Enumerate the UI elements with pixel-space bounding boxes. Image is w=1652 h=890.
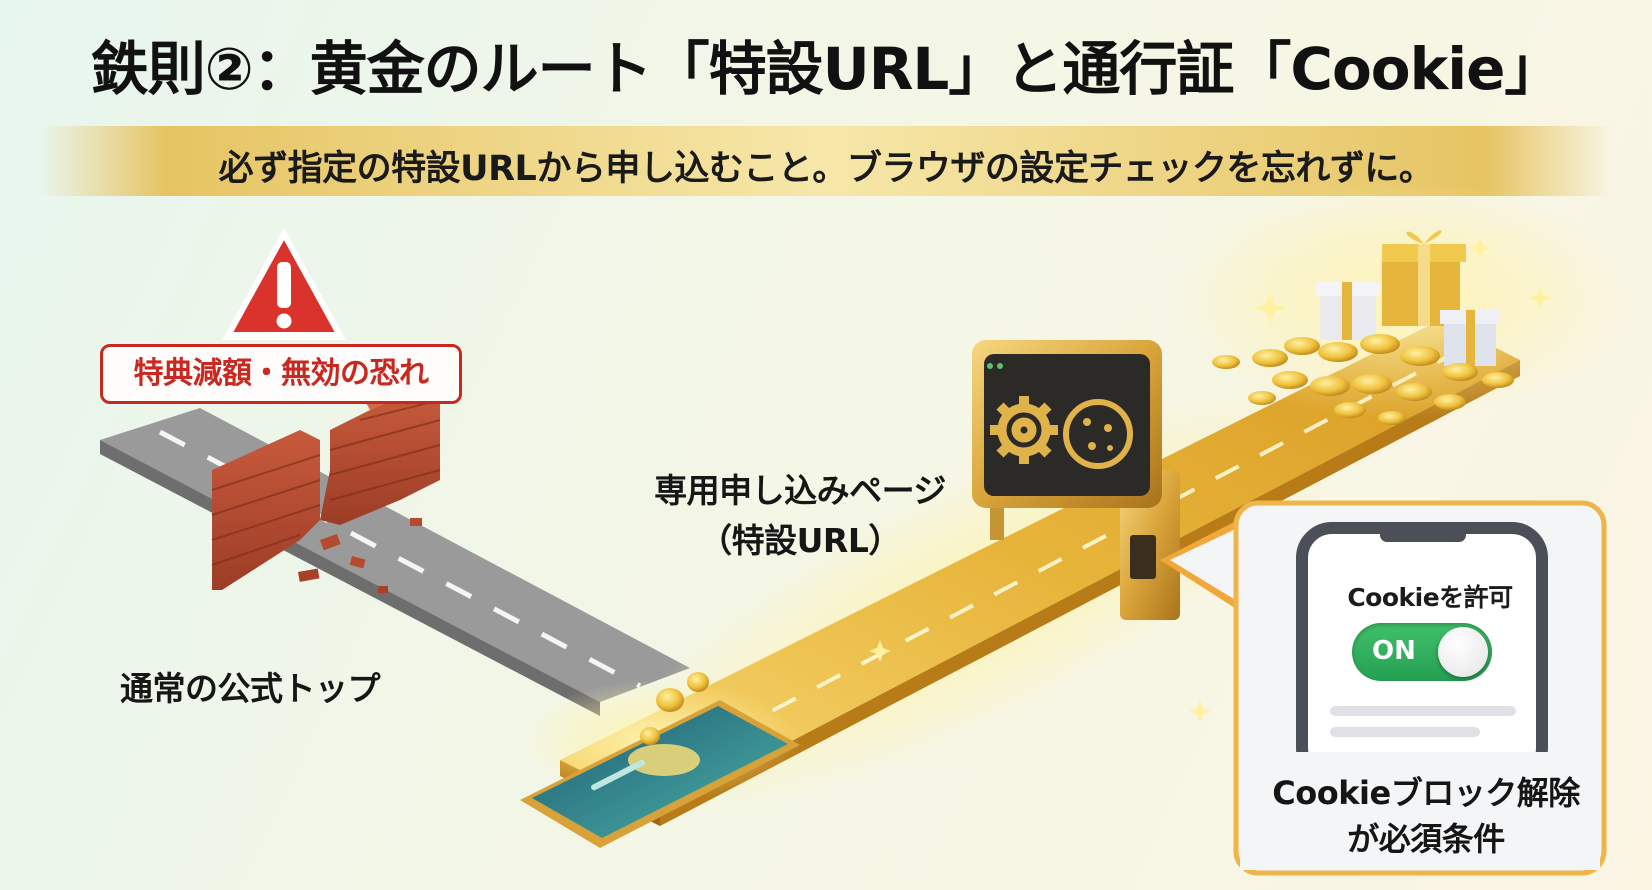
- callout-caption: Cookieブロック解除 が必須条件: [1246, 770, 1606, 862]
- coin-icon: [1212, 334, 1514, 425]
- toggle-knob: [1438, 627, 1488, 677]
- cookie-icon: [1063, 399, 1133, 469]
- toggle-label: ON: [1372, 636, 1416, 666]
- page-title: 鉄則②：黄金のルート「特設URL」と通行証「Cookie」: [90, 35, 1563, 103]
- cookie-allow-label: Cookieを許可: [1347, 583, 1513, 612]
- warning-triangle-icon: [222, 228, 346, 340]
- sparkles: [869, 236, 1552, 722]
- treasure-pile: [1170, 180, 1630, 425]
- special-route-label-line2: （特設URL）: [699, 521, 901, 560]
- official-route-label: 通常の公式トップ: [120, 669, 381, 708]
- cookie-toggle: ON: [1352, 623, 1492, 681]
- smartphone-icon: [520, 680, 800, 848]
- gear-icon: [990, 396, 1058, 464]
- brick-wall: [211, 375, 441, 593]
- warning-label: 特典減額・無効の恐れ: [100, 344, 462, 404]
- callout-caption-line2: が必須条件: [1347, 820, 1505, 858]
- callout-caption-line1: Cookieブロック解除: [1272, 774, 1580, 812]
- page-subtitle: 必ず指定の特設URLから申し込むこと。ブラウザの設定チェックを忘れずに。: [218, 149, 1434, 189]
- special-route-label-line1: 専用申し込みページ: [654, 471, 946, 510]
- gift-box-icon: [1316, 230, 1500, 366]
- status-lights: [987, 363, 1003, 369]
- special-route-label: 専用申し込みページ （特設URL）: [630, 466, 970, 566]
- floating-coins: [640, 672, 709, 745]
